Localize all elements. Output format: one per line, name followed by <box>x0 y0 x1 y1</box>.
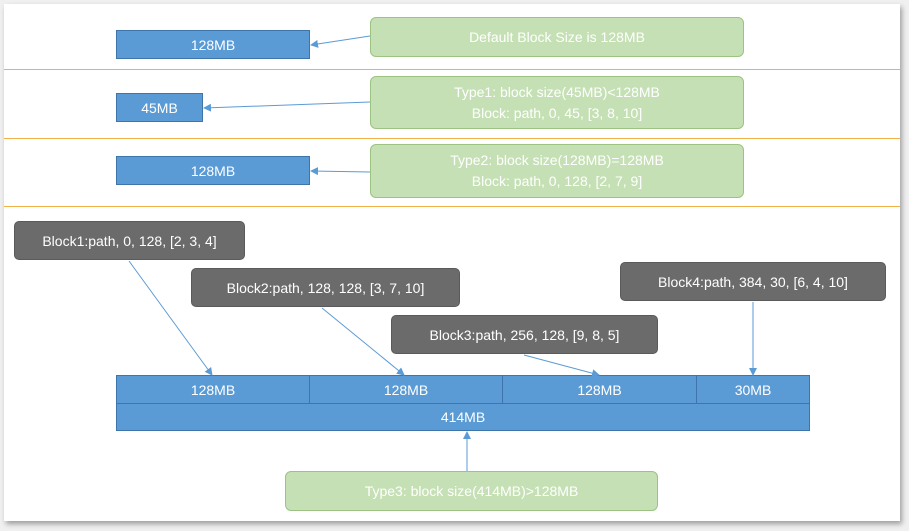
arrow-block1 <box>128 260 213 376</box>
block1-label: Block1:path, 0, 128, [2, 3, 4] <box>14 221 245 260</box>
section-divider-2 <box>4 138 900 139</box>
block1-label-text: Block1:path, 0, 128, [2, 3, 4] <box>42 232 217 249</box>
file-segment-1-label: 128MB <box>190 381 236 398</box>
type3-note-text: Type3: block size(414MB)>128MB <box>364 482 579 499</box>
file-total-block: 414MB <box>116 403 810 431</box>
default-block: 128MB <box>116 30 310 59</box>
block2-label: Block2:path, 128, 128, [3, 7, 10] <box>191 268 460 307</box>
block4-label: Block4:path, 384, 30, [6, 4, 10] <box>620 262 886 301</box>
default-size-note-text: Default Block Size is 128MB <box>469 28 645 45</box>
type1-note-line2: Block: path, 0, 45, [3, 8, 10] <box>471 104 643 121</box>
arrow-block3 <box>523 354 600 378</box>
type1-block-label: 45MB <box>141 99 178 116</box>
type2-note: Type2: block size(128MB)=128MB Block: pa… <box>370 144 744 198</box>
block3-label: Block3:path, 256, 128, [9, 8, 5] <box>391 315 658 354</box>
file-segment-3: 128MB <box>502 375 697 404</box>
arrow-type1-note <box>203 101 371 112</box>
default-block-label: 128MB <box>190 36 236 53</box>
file-segment-4: 30MB <box>696 375 810 404</box>
type1-block: 45MB <box>116 93 203 122</box>
type2-block: 128MB <box>116 156 310 185</box>
file-segment-2: 128MB <box>309 375 503 404</box>
arrow-type2-note <box>310 167 371 176</box>
type1-note-line1: Type1: block size(45MB)<128MB <box>454 83 660 100</box>
type2-note-line2: Block: path, 0, 128, [2, 7, 9] <box>471 173 643 189</box>
block2-label-text: Block2:path, 128, 128, [3, 7, 10] <box>226 279 425 296</box>
section-divider-3 <box>4 206 900 207</box>
type2-note-line1: Type2: block size(128MB)=128MB <box>450 152 664 168</box>
block4-label-text: Block4:path, 384, 30, [6, 4, 10] <box>658 273 848 290</box>
type3-note: Type3: block size(414MB)>128MB <box>285 471 658 511</box>
block3-label-text: Block3:path, 256, 128, [9, 8, 5] <box>429 326 620 343</box>
arrow-block2 <box>321 307 405 376</box>
connector-arrows <box>128 35 757 471</box>
default-size-note: Default Block Size is 128MB <box>370 17 744 57</box>
file-segment-2-label: 128MB <box>383 381 429 398</box>
file-total-label: 414MB <box>440 409 486 425</box>
file-segment-4-label: 30MB <box>734 381 772 398</box>
type1-note: Type1: block size(45MB)<128MB Block: pat… <box>370 76 744 129</box>
diagram-canvas: 128MB Default Block Size is 128MB 45MB T… <box>4 4 900 521</box>
type2-block-label: 128MB <box>190 162 236 179</box>
arrow-default-note <box>310 35 371 48</box>
section-divider-1 <box>4 69 900 70</box>
file-segment-3-label: 128MB <box>577 381 622 398</box>
